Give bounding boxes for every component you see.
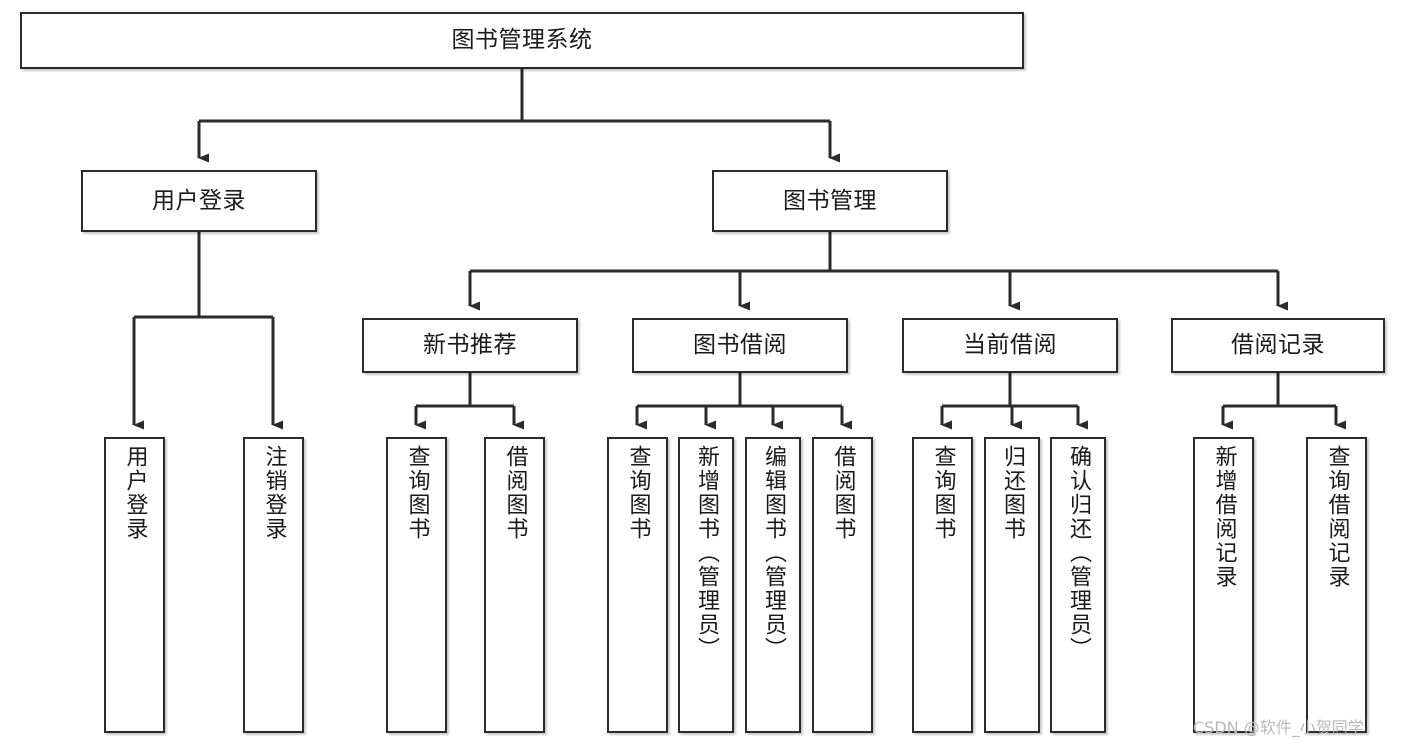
leaf-cb-query-book[interactable]: 查询图书 [912, 437, 973, 733]
leaf-bb-query-book[interactable]: 查询图书 [607, 437, 668, 733]
leaf-nbr-query-book-label: 查询图书 [404, 445, 430, 541]
leaf-bb-add-book-admin[interactable]: 新增图书（管理员） [678, 437, 734, 733]
node-new-book-recommend-label: 新书推荐 [423, 332, 517, 359]
leaf-bb-edit-book-admin-label: 编辑图书（管理员） [761, 445, 786, 661]
leaf-br-query-record-label: 查询借阅记录 [1324, 445, 1350, 589]
leaf-cb-confirm-return-admin-label: 确认归还（管理员） [1066, 445, 1091, 661]
leaf-logout[interactable]: 注销登录 [243, 437, 304, 733]
node-book-borrow-label: 图书借阅 [693, 332, 787, 359]
node-borrow-record-label: 借阅记录 [1231, 332, 1325, 359]
node-current-borrow-label: 当前借阅 [963, 332, 1057, 359]
leaf-cb-return-book[interactable]: 归还图书 [984, 437, 1040, 733]
watermark: CSDN @软件_小贺同学 [1193, 718, 1364, 737]
node-book-borrow[interactable]: 图书借阅 [632, 318, 848, 373]
leaf-nbr-borrow-book[interactable]: 借阅图书 [484, 437, 545, 733]
node-book-manage[interactable]: 图书管理 [712, 170, 948, 232]
node-root[interactable]: 图书管理系统 [20, 12, 1024, 69]
leaf-bb-add-book-admin-label: 新增图书（管理员） [694, 445, 719, 661]
leaf-bb-edit-book-admin[interactable]: 编辑图书（管理员） [745, 437, 801, 733]
leaf-br-query-record[interactable]: 查询借阅记录 [1306, 437, 1367, 733]
node-current-borrow[interactable]: 当前借阅 [902, 318, 1118, 373]
leaf-cb-confirm-return-admin[interactable]: 确认归还（管理员） [1050, 437, 1106, 733]
leaf-br-add-record-label: 新增借阅记录 [1211, 445, 1237, 589]
leaf-bb-borrow-book-label: 借阅图书 [830, 445, 856, 541]
node-root-label: 图书管理系统 [451, 27, 593, 54]
node-new-book-recommend[interactable]: 新书推荐 [362, 318, 578, 373]
leaf-br-add-record[interactable]: 新增借阅记录 [1193, 437, 1254, 733]
node-borrow-record[interactable]: 借阅记录 [1171, 318, 1385, 373]
leaf-nbr-borrow-book-label: 借阅图书 [502, 445, 528, 541]
leaf-logout-label: 注销登录 [261, 445, 287, 541]
leaf-bb-borrow-book[interactable]: 借阅图书 [812, 437, 873, 733]
leaf-user-login-label: 用户登录 [122, 445, 148, 541]
node-user-login-label: 用户登录 [152, 187, 246, 214]
leaf-cb-query-book-label: 查询图书 [930, 445, 956, 541]
node-user-login[interactable]: 用户登录 [81, 170, 317, 232]
leaf-bb-query-book-label: 查询图书 [625, 445, 651, 541]
node-book-manage-label: 图书管理 [783, 187, 877, 214]
leaf-cb-return-book-label: 归还图书 [1000, 445, 1025, 541]
leaf-user-login[interactable]: 用户登录 [104, 437, 165, 733]
leaf-nbr-query-book[interactable]: 查询图书 [386, 437, 447, 733]
